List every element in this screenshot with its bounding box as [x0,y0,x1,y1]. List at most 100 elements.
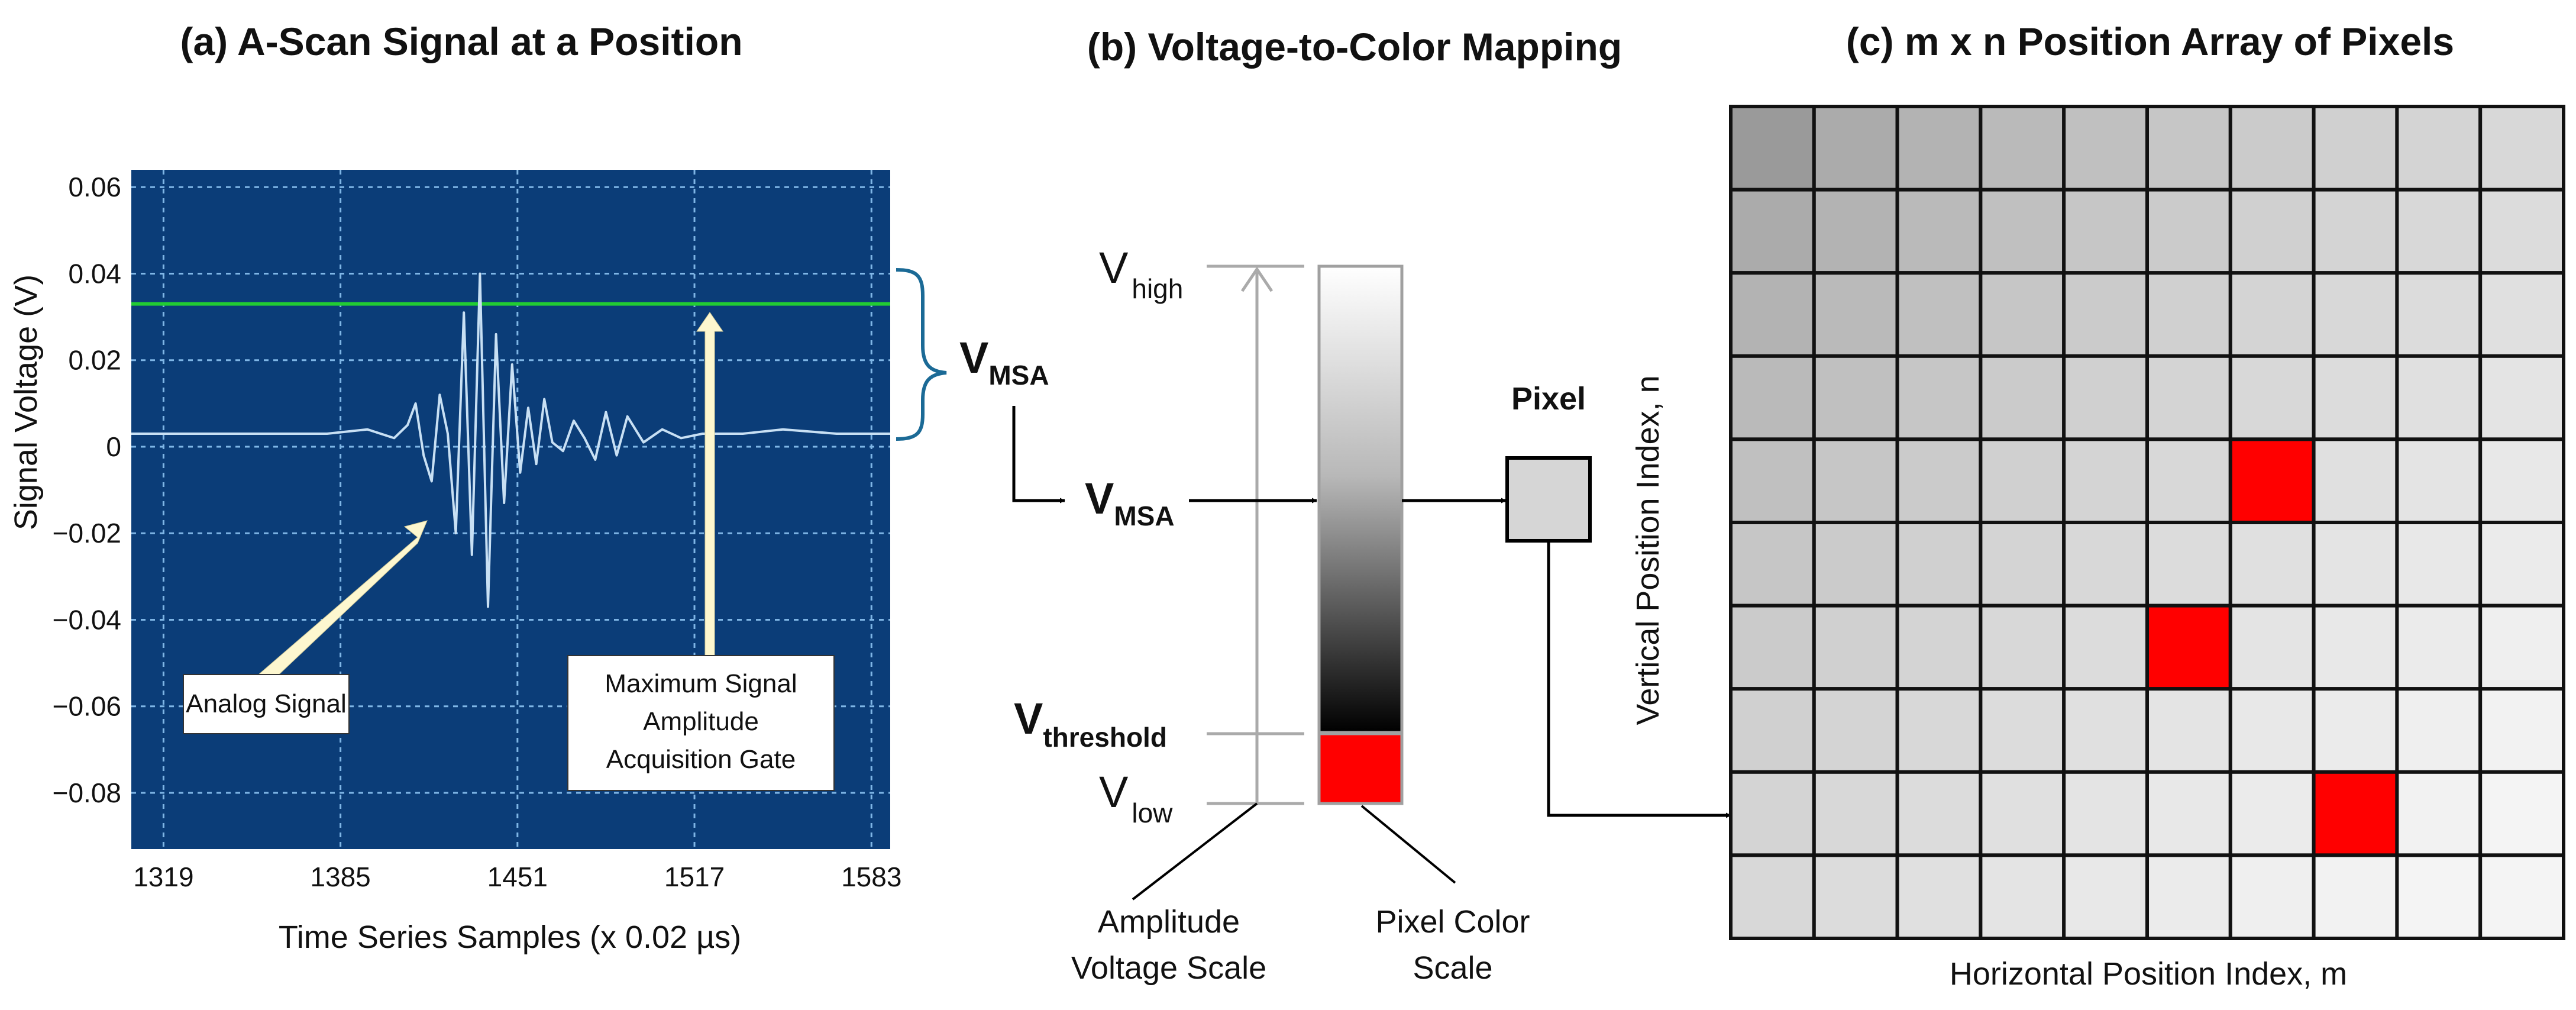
pixel-cell [2228,188,2316,275]
amplitude-voltage-scale [1207,264,1304,805]
callout-analog-signal: Analog Signal [186,689,347,718]
vmsa-label-b: VMSA [1085,474,1175,531]
pixel-cell [1895,105,1983,192]
callout-box [183,674,350,734]
pixel-cell [1812,354,1899,441]
callout-gate-line2: Amplitude [643,707,759,736]
pixel-cell [2312,105,2399,192]
color-label-line2: Scale [1413,950,1492,986]
pixel-cell [2395,853,2483,941]
pixel-cell [1729,354,1816,441]
y-tick-label: 0.06 [68,172,121,202]
pixel-cell [2145,354,2232,441]
pixel-cell [2395,521,2483,608]
x-tick-label: 1583 [841,861,901,892]
pixel-color-scale [1317,264,1404,805]
pixel-cell [1812,770,1899,857]
vmsa-elbow-arrow [1012,406,1065,504]
colorbar-leader-line [1360,805,1456,884]
panel-c-title: (c) m x n Position Array of Pixels [1846,20,2454,63]
pixel-cell-red [2228,437,2316,525]
pixel-cell [2145,687,2232,774]
pixel-cell [1729,437,1816,525]
pixel-cell [1895,770,1983,857]
grayscale-colorbar [1317,264,1404,734]
panel-c: (c) m x n Position Array of Pixels Verti… [1630,20,2566,992]
pixel-cell [2395,687,2483,774]
pixel-cell-red [2312,770,2399,857]
pixel-cell [1729,271,1816,358]
pixel-cell [1979,687,2066,774]
pixel-cell [1729,105,1816,192]
pixel-cell [1979,105,2066,192]
pixel-cell [2228,770,2316,857]
c-x-axis-label: Horizontal Position Index, m [1950,956,2347,992]
x-axis-label: Time Series Samples (x 0.02 µs) [279,919,741,955]
x-tick-label: 1319 [133,861,193,892]
pixel-cell [2478,437,2566,525]
pixel-cell [1979,354,2066,441]
callout-gate-line3: Acquisition Gate [606,745,796,774]
pixel-label: Pixel [1511,381,1586,417]
pixel-cell [2228,853,2316,941]
pixel-cell [1729,604,1816,691]
y-tick-label: −0.08 [53,777,121,808]
pixel-cell [2062,188,2149,275]
pixel-cell [1895,188,1983,275]
c-y-axis-label: Vertical Position Index, n [1630,375,1666,725]
pixel-cell [2228,521,2316,608]
pixel-cell [2478,105,2566,192]
pixel-cell [2478,354,2566,441]
panel-b-title: (b) Voltage-to-Color Mapping [1087,25,1622,69]
pixel-cell [2228,105,2316,192]
panel-a: (a) A-Scan Signal at a Position 0.060.04… [8,20,1065,955]
y-tick-label: 0.04 [68,258,121,289]
analog-signal-callout: Analog Signal [183,674,350,734]
pixel-cell [1979,271,2066,358]
x-tick-label: 1517 [664,861,725,892]
pixel-cell [2062,521,2149,608]
scale-label-line1: Amplitude [1098,904,1240,940]
x-tick-label: 1385 [310,861,370,892]
pixel-cell [1895,437,1983,525]
pixel-cell [1812,853,1899,941]
pixel-cell [2312,437,2399,525]
pixel-cell [1812,521,1899,608]
y-tick-labels: 0.060.040.020−0.02−0.04−0.06−0.08 [53,172,121,808]
pixel-cell [2228,271,2316,358]
x-tick-labels: 1319 1385 1451 1517 1583 [133,861,901,892]
pixel-array [1729,105,2566,941]
pixel-cell [1895,354,1983,441]
x-tick-label: 1451 [487,861,548,892]
pixel-cell [1812,271,1899,358]
gate-callout: Maximum Signal Amplitude Acquisition Gat… [567,655,835,791]
v-threshold-label: Vthreshold [1014,694,1167,753]
pixel-cell [2312,354,2399,441]
pixel-cell [1979,604,2066,691]
pixel-cell [2395,188,2483,275]
pixel-cell [2062,687,2149,774]
pixel-cell [2478,188,2566,275]
pixel-cell [2395,604,2483,691]
pixel-cell [2478,604,2566,691]
pixel-cell [1979,437,2066,525]
plot-grid [131,170,890,849]
y-tick-label: −0.02 [53,518,121,548]
pixel-cell [2145,105,2232,192]
pixel-cell [1729,188,1816,275]
analog-signal-line [131,272,890,608]
pixel-cell [2062,770,2149,857]
pixel-cell [2478,770,2566,857]
y-tick-label: −0.06 [53,691,121,722]
pixel-cell [1729,521,1816,608]
pixel-cell [2312,687,2399,774]
pixel-cell [1812,687,1899,774]
pixel-cell [2395,105,2483,192]
pixel-cell [2062,437,2149,525]
pixel-cell-red [2145,604,2232,691]
vmsa-brace [896,268,947,441]
